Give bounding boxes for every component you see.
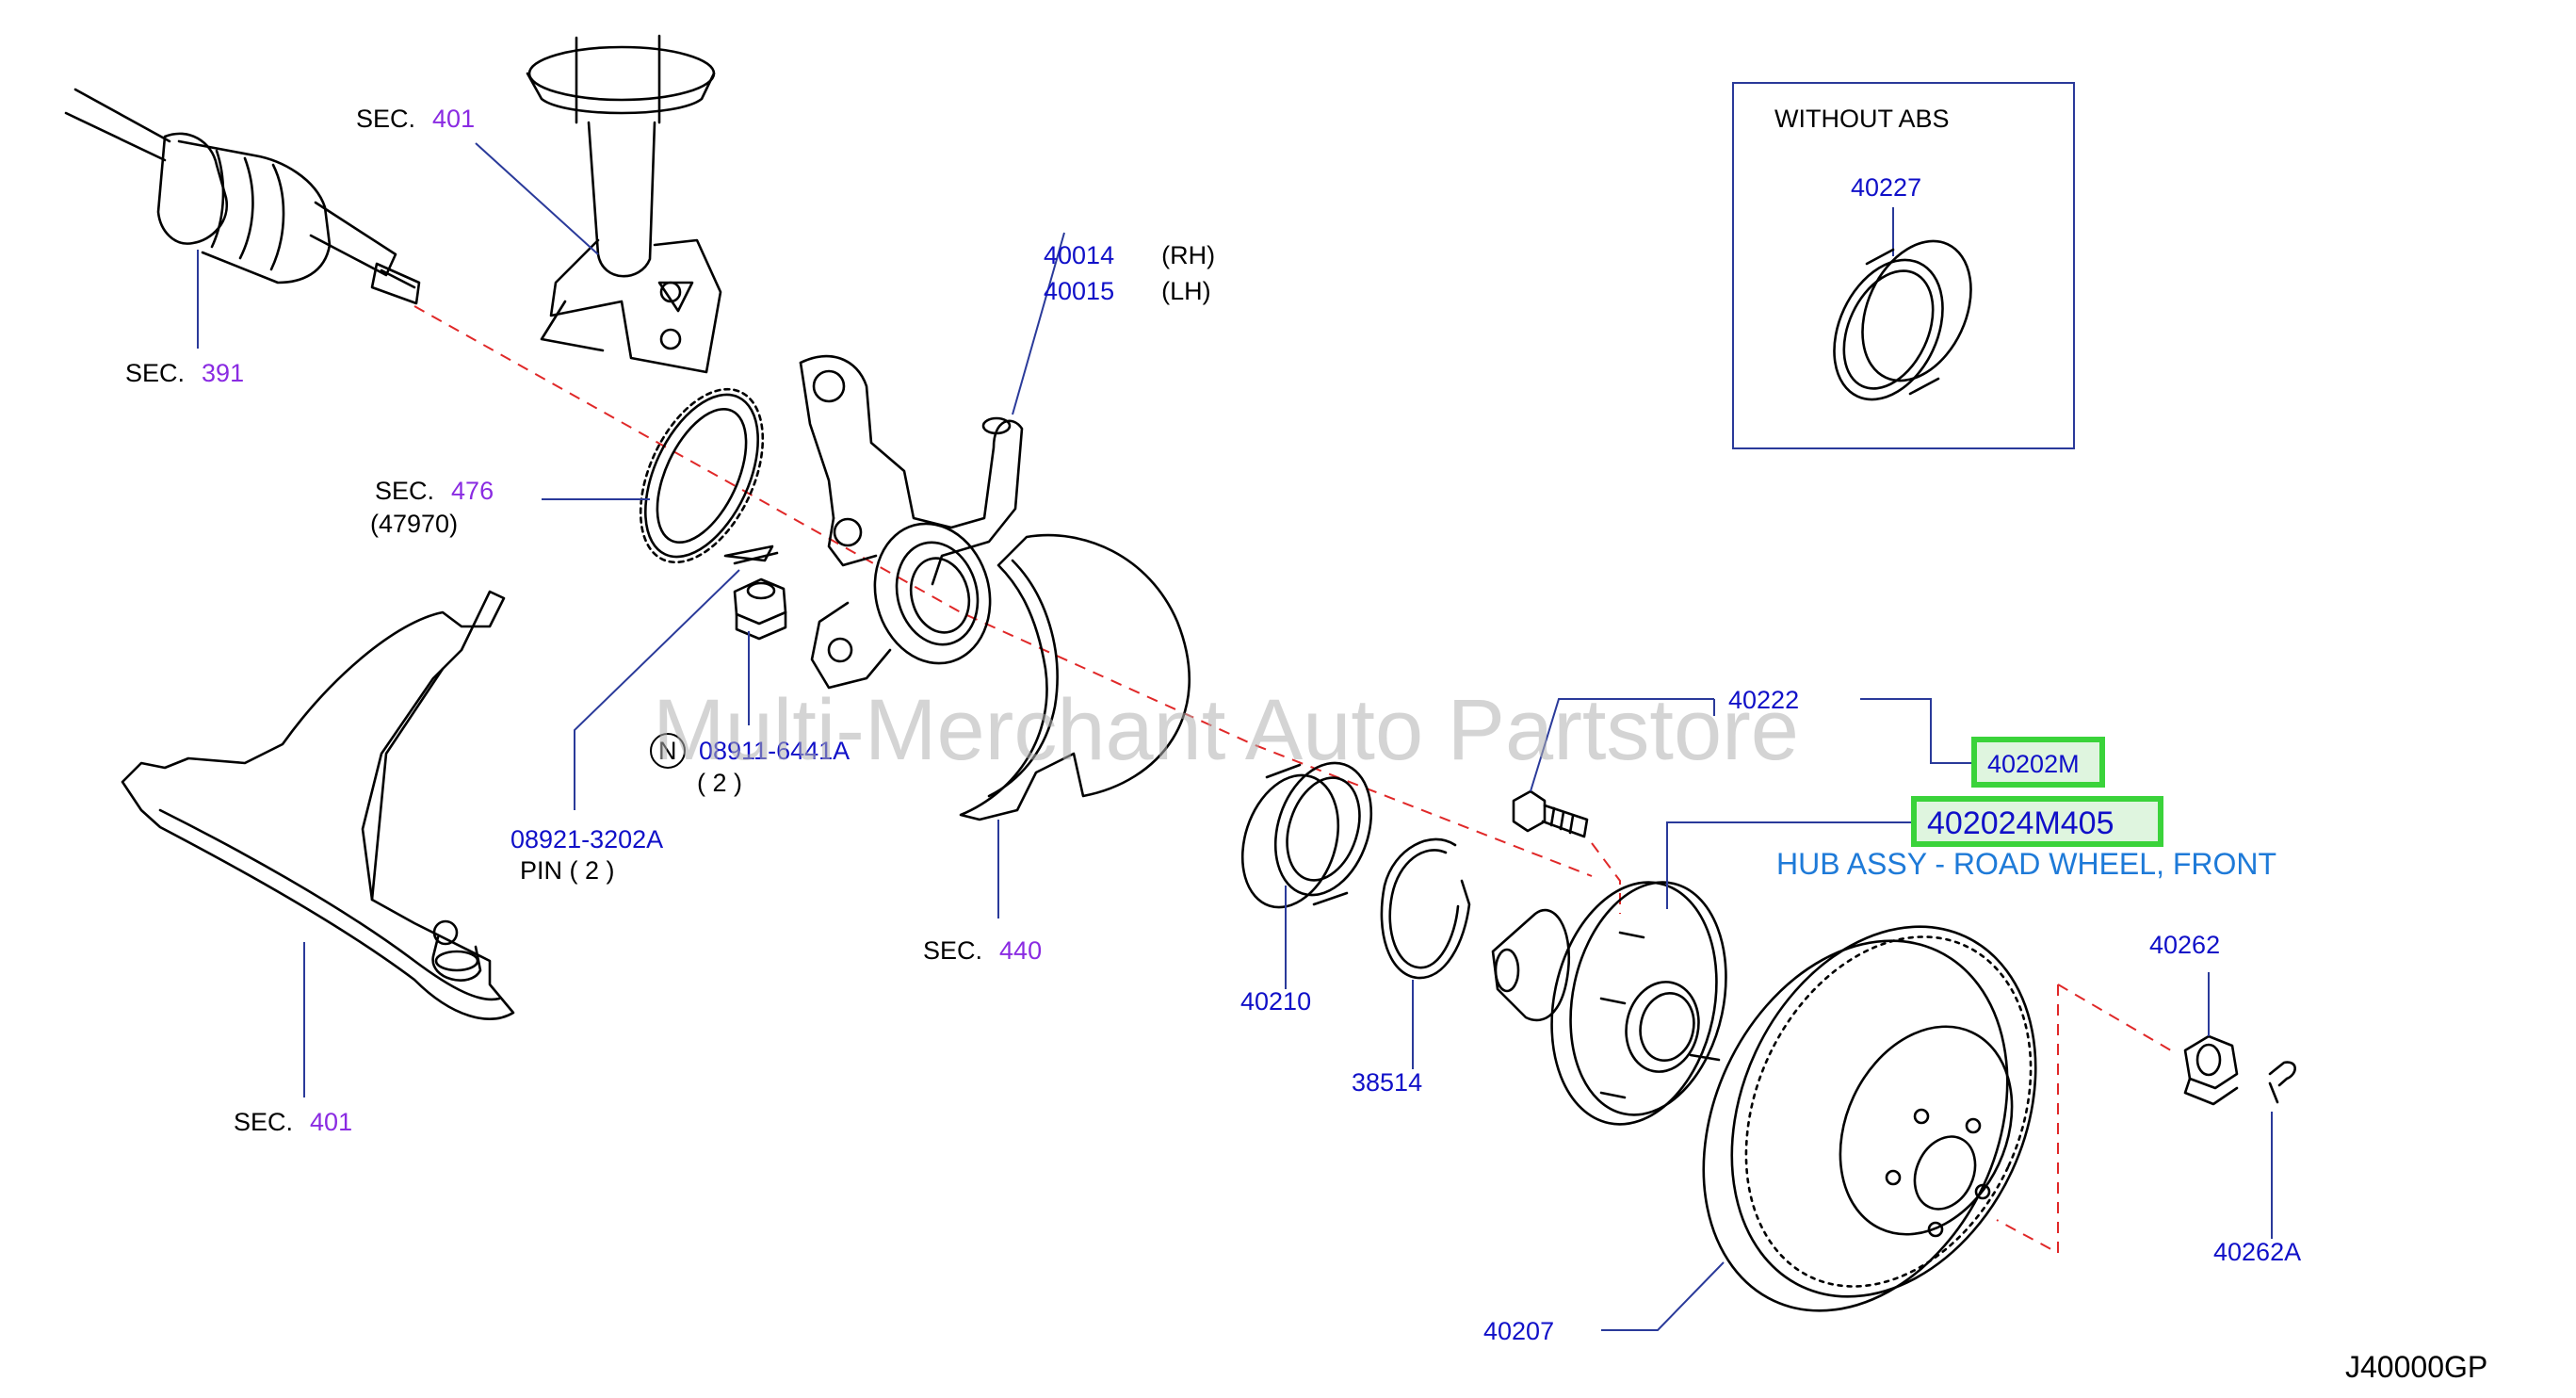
- hub-full-highlight[interactable]: 402024M405: [1911, 796, 2163, 847]
- cotter-pin-drawing: [2268, 1061, 2296, 1239]
- diagram-code: J40000GP: [2345, 1350, 2487, 1384]
- sec-401-top-label[interactable]: SEC.401: [356, 105, 475, 133]
- hub-full-part-number: 402024M405: [1927, 805, 2114, 841]
- without-abs-inset: WITHOUT ABS 40227: [1732, 82, 2075, 449]
- nut-label[interactable]: N 08911-6441A ( 2 ): [650, 733, 850, 797]
- knuckle-lh-label[interactable]: 40015(LH): [1044, 277, 1211, 305]
- part-labels: SEC.401 SEC.391 SEC.476 (47970) 40014(RH…: [125, 105, 2487, 1384]
- cotter-pin-part-number[interactable]: 40262A: [2213, 1238, 2301, 1266]
- sec-476-sub-label: (47970): [370, 510, 458, 538]
- snap-ring-part-number[interactable]: 38514: [1352, 1068, 1422, 1097]
- n-badge: N: [658, 737, 677, 765]
- bolt-part-number[interactable]: 40222: [1728, 686, 1799, 714]
- watermark: Multi-Merchant Auto Partstore: [653, 682, 1799, 778]
- lower-control-arm-drawing: [121, 590, 515, 1097]
- sec-440-label[interactable]: SEC.440: [923, 936, 1042, 965]
- hub-nut-drawing: [2183, 972, 2239, 1106]
- nut-part-number: 08911-6441A: [699, 737, 850, 765]
- sec-391-label[interactable]: SEC.391: [125, 359, 244, 387]
- rotor-part-number[interactable]: 40207: [1483, 1317, 1554, 1345]
- sec-401-bottom-label[interactable]: SEC.401: [234, 1108, 352, 1136]
- pin-and-nut-drawing: [574, 545, 787, 810]
- splash-shield-drawing: [959, 533, 1191, 918]
- pin-part-number[interactable]: 08921-3202A: [510, 825, 663, 853]
- steering-knuckle-drawing: [799, 232, 1065, 690]
- bearing-part-number[interactable]: 40210: [1240, 987, 1311, 1016]
- hub-nut-part-number[interactable]: 40262: [2149, 931, 2220, 959]
- wheel-bearing-drawing: [1240, 761, 1373, 989]
- inset-part-number: 40227: [1851, 173, 1921, 202]
- wheel-hub-drawing: [1491, 698, 1978, 1126]
- snap-ring-drawing: [1380, 837, 1471, 1069]
- dust-cap-drawing: [1833, 239, 1972, 401]
- hub-description: HUB ASSY - ROAD WHEEL, FRONT: [1776, 847, 2276, 881]
- pin-desc: PIN ( 2 ): [520, 856, 615, 885]
- drive-shaft-drawing: [64, 88, 421, 349]
- hub-short-highlight[interactable]: 40202M: [1971, 737, 2105, 788]
- strut-drawing: [475, 34, 722, 374]
- nut-qty: ( 2 ): [697, 769, 742, 797]
- axis-centerlines: [413, 305, 2177, 1255]
- abs-tone-ring-drawing: [542, 387, 765, 564]
- hub-short-part-number: 40202M: [1987, 750, 2080, 778]
- sec-476-label[interactable]: SEC.476: [375, 477, 494, 505]
- inset-title: WITHOUT ABS: [1774, 105, 1950, 133]
- knuckle-rh-label[interactable]: 40014(RH): [1044, 241, 1215, 269]
- brake-rotor-drawing: [1601, 925, 2037, 1331]
- hub-bolt-drawing: [1512, 698, 1714, 838]
